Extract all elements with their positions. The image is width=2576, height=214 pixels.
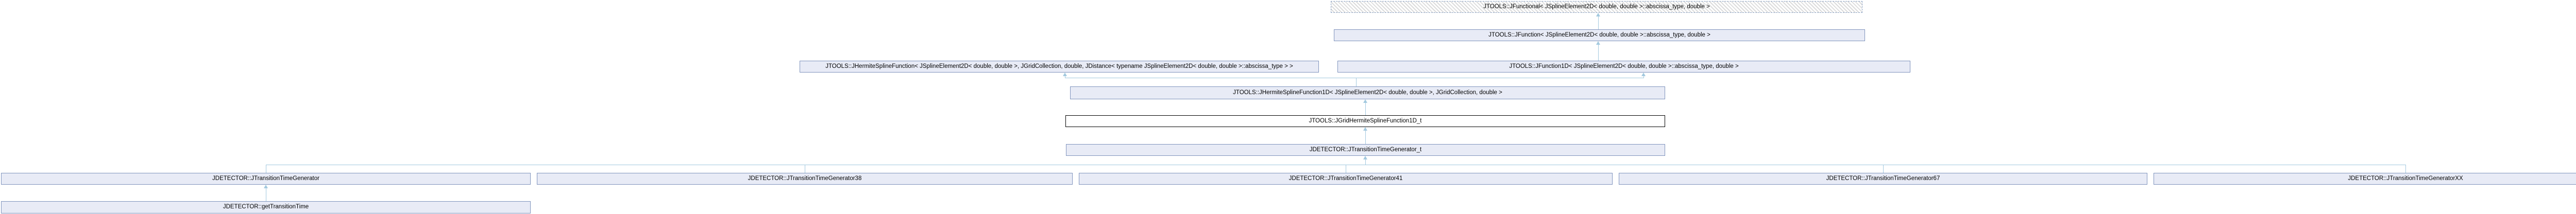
node-jtransitiontimegeneratorxx[interactable]: JDETECTOR::JTransitionTimeGeneratorXX [2154,173,2576,185]
node-gettransitiontime[interactable]: JDETECTOR::getTransitionTime [1,201,531,213]
edge-jfunction1d-to-jfunction [1598,44,1599,61]
edge-grid-to-hsf1d [1365,102,1366,115]
node-jfunction[interactable]: JTOOLS::JFunction< JSplineElement2D< dou… [1334,29,1865,41]
inheritance-arrow-icon [1363,127,1367,131]
edge-jfunction-to-jfunctional [1598,16,1599,29]
edge-hsf1d-stem [1356,78,1357,86]
edge-genxx-to-bus [2405,165,2406,173]
node-jfunctional[interactable]: JTOOLS::JFunctional< JSplineElement2D< d… [1331,1,1862,13]
node-jfunction1d[interactable]: JTOOLS::JFunction1D< JSplineElement2D< d… [1337,61,1910,73]
node-jhermitesplinefunction[interactable]: JTOOLS::JHermiteSplineFunction< JSplineE… [800,61,1319,73]
edge-gen67-to-bus [1883,165,1884,173]
node-jtransitiontimegenerator67[interactable]: JDETECTOR::JTransitionTimeGenerator67 [1619,173,2147,185]
edge-ttgen-t-to-grid [1365,130,1366,144]
node-jtransitiontimegenerator38[interactable]: JDETECTOR::JTransitionTimeGenerator38 [537,173,1073,185]
inheritance-arrow-icon [1063,73,1067,76]
node-jgridhermitesplinefunction1d-t[interactable]: JTOOLS::JGridHermiteSplineFunction1D_t [1065,115,1665,127]
node-jhermitesplinefunction1d[interactable]: JTOOLS::JHermiteSplineFunction1D< JSplin… [1070,86,1665,99]
edge-hsf1d-to-jfunction1d [1643,76,1644,78]
node-jtransitiontimegenerator-t[interactable]: JDETECTOR::JTransitionTimeGenerator_t [1066,144,1665,156]
inheritance-arrow-icon [1596,41,1600,45]
inheritance-arrow-icon [1363,99,1367,103]
inheritance-arrow-icon [1596,13,1600,16]
inheritance-arrow-icon [1641,73,1646,76]
node-jtransitiontimegenerator[interactable]: JDETECTOR::JTransitionTimeGenerator [1,173,531,185]
inheritance-arrow-icon [264,185,268,188]
inheritance-arrow-icon [1363,156,1367,159]
edge-bus-stem [1365,159,1366,165]
node-jtransitiontimegenerator41[interactable]: JDETECTOR::JTransitionTimeGenerator41 [1079,173,1613,185]
